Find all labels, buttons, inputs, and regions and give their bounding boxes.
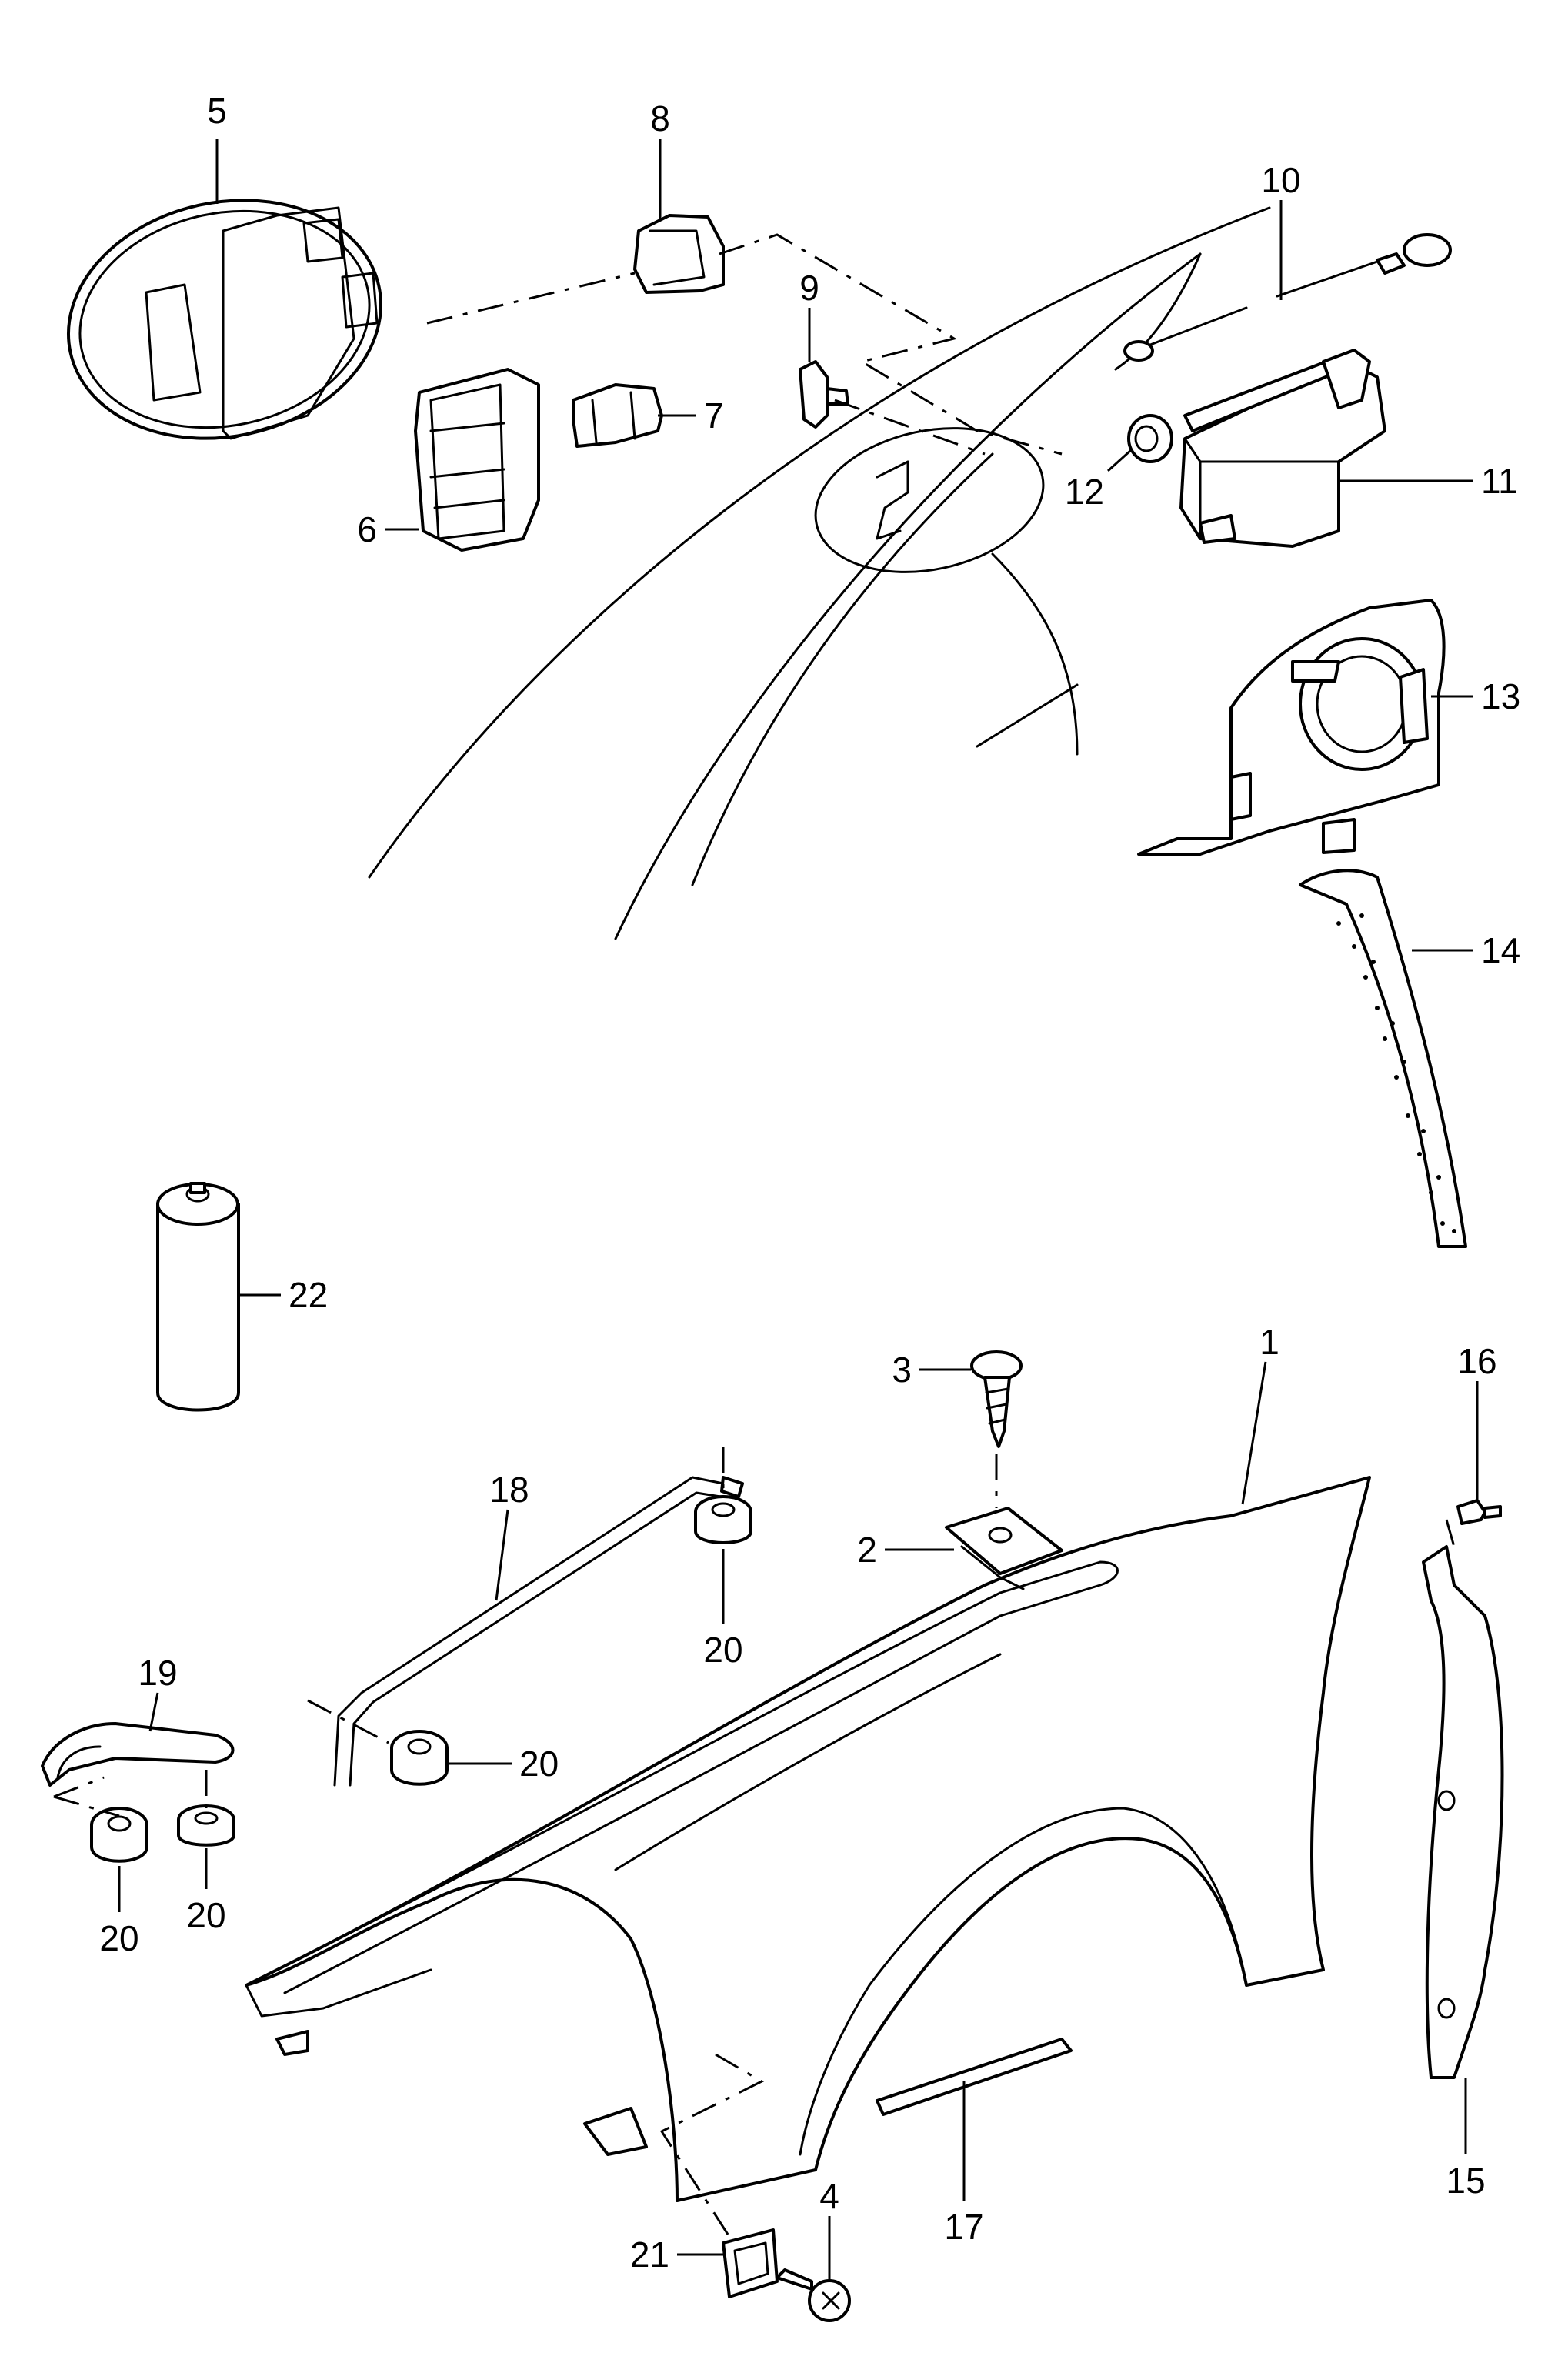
part-20-nut-c	[90, 1807, 148, 1863]
callout-12: 12	[1065, 472, 1104, 512]
part-2-clip-nut	[945, 1507, 1063, 1590]
callout-5: 5	[207, 91, 227, 131]
part-18-support-rod	[333, 1476, 744, 1787]
callout-8: 8	[650, 98, 670, 139]
callout-1: 1	[1259, 1322, 1279, 1362]
callout-4: 4	[819, 2176, 839, 2216]
callout-11: 11	[1481, 461, 1518, 501]
callout-18: 18	[489, 1470, 529, 1510]
hose-texture	[1336, 913, 1456, 1233]
part-4-screw	[776, 2268, 851, 2322]
callout-6: 6	[357, 509, 377, 549]
callout-19: 19	[138, 1653, 177, 1693]
part-7-clip	[572, 383, 663, 448]
part-17-trim-strip	[876, 2038, 1073, 2116]
leader-lines	[118, 139, 1479, 2281]
callout-20-d: 20	[99, 1918, 138, 1958]
part-21-clip-nut	[722, 2228, 779, 2298]
callout-17: 17	[944, 2207, 983, 2247]
part-19-bracket	[41, 1722, 235, 1787]
part-20-nut-d	[177, 1804, 235, 1847]
callout-10: 10	[1261, 160, 1300, 200]
callout-20-a: 20	[703, 1630, 742, 1670]
callout-16: 16	[1457, 1341, 1496, 1381]
part-3-screw	[970, 1350, 1023, 1448]
callout-labels: 5 8 10 9 7 6 12 11 13 14 22 1 3 16 18 2 …	[99, 91, 1520, 2275]
callout-20-c: 20	[186, 1895, 225, 1935]
part-6-bracket	[414, 368, 540, 552]
part-20-nut-b	[390, 1730, 449, 1786]
part-16-clip	[1456, 1499, 1502, 1525]
callout-7: 7	[704, 396, 724, 436]
part-14-drain-hose	[1299, 869, 1467, 1248]
part-1-fender	[245, 1476, 1371, 2202]
callout-20-b: 20	[519, 1744, 559, 1784]
body-contour-lines	[368, 206, 1271, 940]
part-9-pin	[799, 360, 849, 429]
part-11-actuator	[1179, 349, 1386, 548]
callout-21: 21	[630, 2235, 669, 2275]
part-12-grommet	[1127, 414, 1173, 463]
part-15-seal	[1422, 1545, 1504, 2079]
callout-2: 2	[857, 1530, 877, 1570]
part-8-cap	[633, 214, 725, 294]
callout-3: 3	[892, 1350, 912, 1390]
part-10-cable	[1123, 233, 1452, 362]
part-22-cartridge	[156, 1182, 240, 1412]
part-20-nut-a	[694, 1495, 752, 1544]
part-5-fuel-flap-lid	[67, 199, 382, 440]
part-13-filler-housing	[1137, 599, 1446, 856]
callout-22: 22	[289, 1275, 328, 1315]
callout-13: 13	[1481, 676, 1520, 716]
callout-15: 15	[1446, 2161, 1485, 2201]
callout-9: 9	[799, 268, 819, 308]
assembly-lines	[53, 233, 1456, 2240]
callout-14: 14	[1481, 930, 1520, 970]
